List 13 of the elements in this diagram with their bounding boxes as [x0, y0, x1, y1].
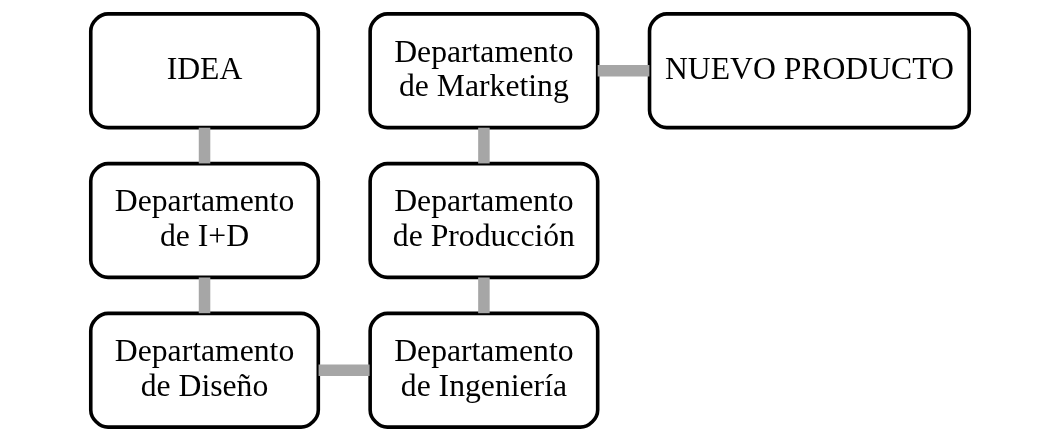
- node-box: NUEVO PRODUCTO: [647, 12, 971, 130]
- node-box: IDEA: [88, 12, 320, 130]
- node-box: Departamento de I+D: [88, 161, 320, 280]
- connector: [477, 277, 490, 314]
- node-box: Departamento de Ingeniería: [367, 311, 599, 429]
- connector: [198, 277, 210, 314]
- connector: [477, 127, 490, 164]
- connector: [198, 127, 210, 164]
- connector: [597, 64, 649, 77]
- node-box: Departamento de Diseño: [88, 311, 320, 429]
- connector: [318, 364, 370, 377]
- node-box: Departamento de Producción: [367, 161, 599, 280]
- node-box: Departamento de Marketing: [367, 12, 599, 130]
